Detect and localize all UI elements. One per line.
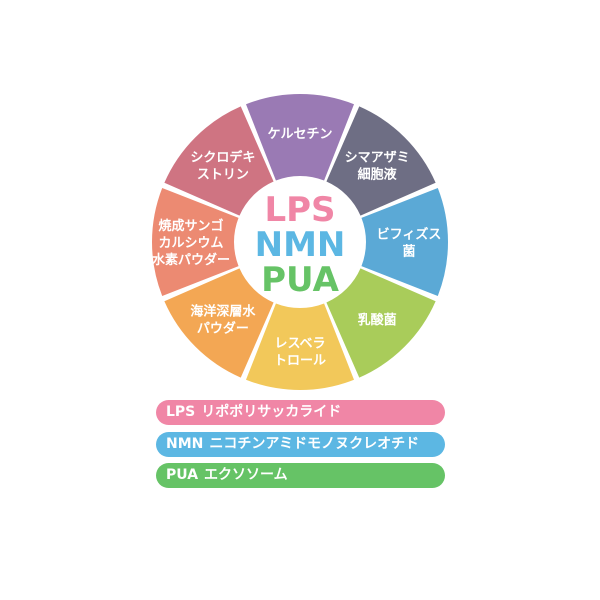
legend-pill-lps: LPS リポポリサッカライド (156, 400, 445, 425)
wheel-segment-4-label-line-1: 乳酸菌 (358, 312, 397, 328)
legend-text-pua: エクソソーム (204, 467, 288, 483)
center-circle (238, 180, 362, 304)
wheel-segment-2-label-line-2: 細胞液 (358, 166, 397, 182)
wheel-segment-8-label-line-2: ストリン (197, 167, 249, 182)
wheel-segment-3-label-line-1: ビフィズス (377, 227, 442, 243)
legend-abbr-nmn: NMN (166, 436, 204, 452)
wheel-segment-6-label-line-2: パウダー (197, 321, 249, 337)
legend-pill-nmn: NMN ニコチンアミドモノヌクレオチド (156, 432, 445, 457)
wheel-segment-7-label-line-1: 焼成サンゴ (158, 218, 223, 234)
legend-text-lps: リポポリサッカライド (201, 404, 342, 420)
wheel-segment-6-label-line-1: 海洋深層水 (190, 304, 256, 320)
center-label-nmn: NMN (255, 225, 346, 265)
wheel-segment-5-label-line-1: レスベラ (274, 337, 325, 352)
wheel-segment-5-label-line-2: トロール (274, 354, 326, 369)
wheel-segment-6 (164, 268, 274, 378)
wheel-segment-3 (361, 187, 449, 297)
wheel-segment-4 (326, 268, 436, 378)
wheel-segment-7-label-line-3: 水素パウダー (152, 252, 230, 268)
wheel-segment-2-label-line-1: シマアザミ (345, 150, 410, 165)
legend-abbr-pua: PUA (166, 467, 199, 483)
wheel-segment-2 (326, 106, 436, 216)
legend-abbr-lps: LPS (166, 404, 196, 420)
wheel-segment-3-label-line-2: 菌 (402, 244, 415, 260)
wheel-segment-8-label-line-1: シクロデキ (190, 149, 255, 165)
wheel-segment-7-label-line-2: カルシウム (158, 236, 223, 251)
wheel-segment-7 (152, 187, 239, 297)
wheel-segment-1-label-line-1: ケルセチン (267, 127, 332, 142)
wheel-segment-5 (245, 303, 355, 390)
center-label-pua: PUA (261, 260, 339, 300)
legend-text-nmn: ニコチンアミドモノヌクレオチド (209, 436, 420, 452)
center-label-lps: LPS (264, 190, 335, 230)
wheel-segment-1 (245, 94, 355, 181)
wheel-segment-8 (164, 106, 274, 216)
legend-pill-pua: PUA エクソソーム (156, 463, 445, 488)
